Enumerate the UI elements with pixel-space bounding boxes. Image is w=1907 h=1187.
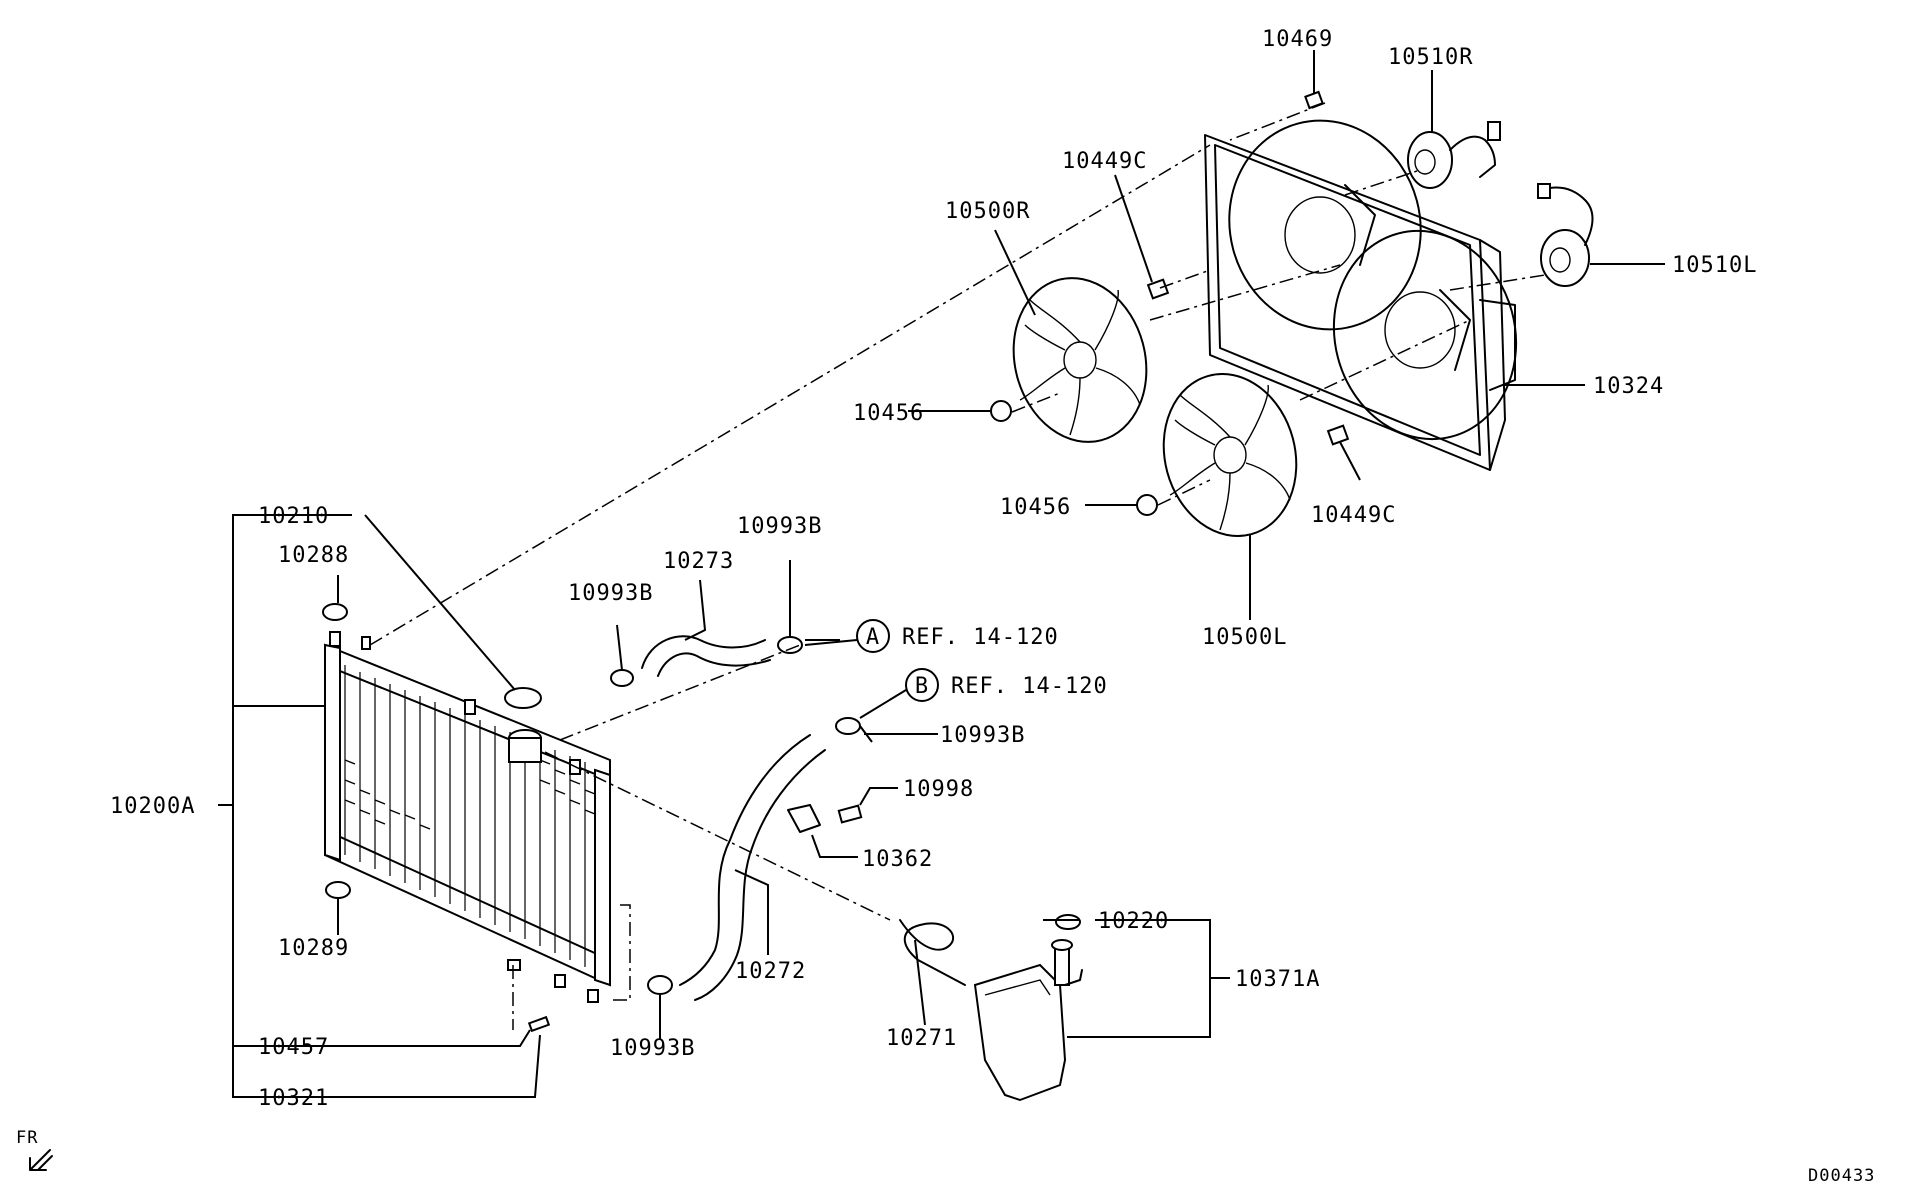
label-10220: 10220 [1098,909,1169,934]
ref-a-text: REF. 14-120 [902,625,1059,650]
diagram-code: D00433 [1808,1166,1875,1186]
radiator [324,631,611,1003]
fan-shroud [1204,119,1518,471]
fan-motor-right [1407,121,1501,189]
lower-hose [679,734,826,1001]
label-10289: 10289 [278,936,349,961]
reservoir-tank [899,914,1083,1102]
upper-hose [641,635,771,677]
alignment-lines [369,102,1546,1030]
label-10210: 10210 [258,504,329,529]
front-arrow-icon [29,1149,53,1171]
label-10273: 10273 [663,549,734,574]
label-10456-bottom: 10456 [1000,495,1071,520]
label-10993B-b: 10993B [737,514,822,539]
part-labels: 10469 10510R 10449C 10500R 10510L 10324 … [110,27,1757,1111]
fasteners [322,90,1350,1033]
ref-b-letter: B [915,674,929,699]
label-10324: 10324 [1593,374,1664,399]
label-10362: 10362 [862,847,933,872]
label-10371A: 10371A [1235,967,1320,992]
label-10288: 10288 [278,543,349,568]
label-10998: 10998 [903,777,974,802]
label-10449C-bottom: 10449C [1311,503,1396,528]
label-10449C-top: 10449C [1062,149,1147,174]
label-10993B-a: 10993B [568,581,653,606]
label-10510R: 10510R [1388,45,1473,70]
label-10510L: 10510L [1672,253,1757,278]
ref-b: B REF. 14-120 [905,668,1108,702]
fan-motor-left [1537,183,1594,287]
label-10500R: 10500R [945,199,1030,224]
ref-a-letter: A [866,625,880,650]
label-10200A: 10200A [110,794,195,819]
label-10272: 10272 [735,959,806,984]
label-10500L: 10500L [1202,625,1287,650]
direction-label: FR [16,1128,38,1148]
ref-b-text: REF. 14-120 [951,674,1108,699]
leader-lines [218,50,1665,1098]
fan-right [1012,277,1148,443]
label-10469: 10469 [1262,27,1333,52]
direction-indicator: FR [16,1128,53,1171]
label-10321: 10321 [258,1086,329,1111]
label-10271: 10271 [886,1026,957,1051]
label-10993B-d: 10993B [610,1036,695,1061]
label-10456-top: 10456 [853,401,924,426]
fan-left [1162,373,1298,537]
ref-a: A REF. 14-120 [856,619,1059,653]
label-10993B-c: 10993B [940,723,1025,748]
label-10457: 10457 [258,1035,329,1060]
